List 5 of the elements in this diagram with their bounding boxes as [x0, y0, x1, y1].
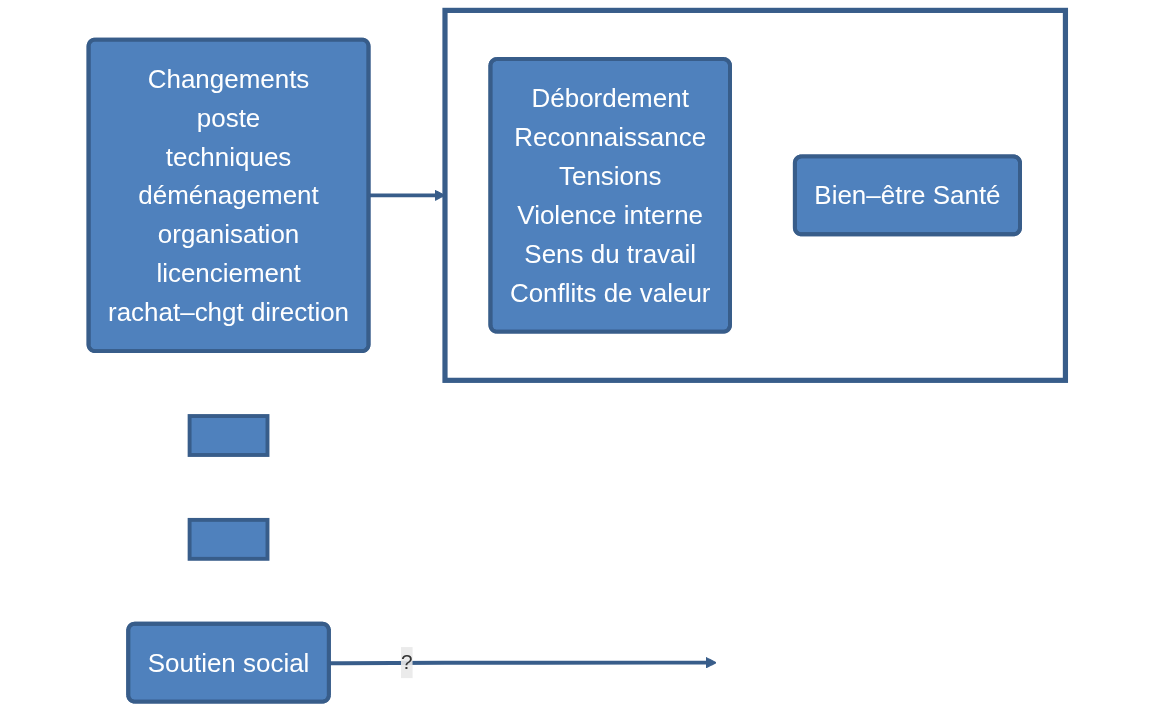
node-box — [187, 517, 270, 561]
cluster — [442, 7, 1069, 383]
arrow — [329, 656, 717, 669]
edge-label: ? — [400, 650, 413, 674]
node-box — [187, 414, 270, 457]
